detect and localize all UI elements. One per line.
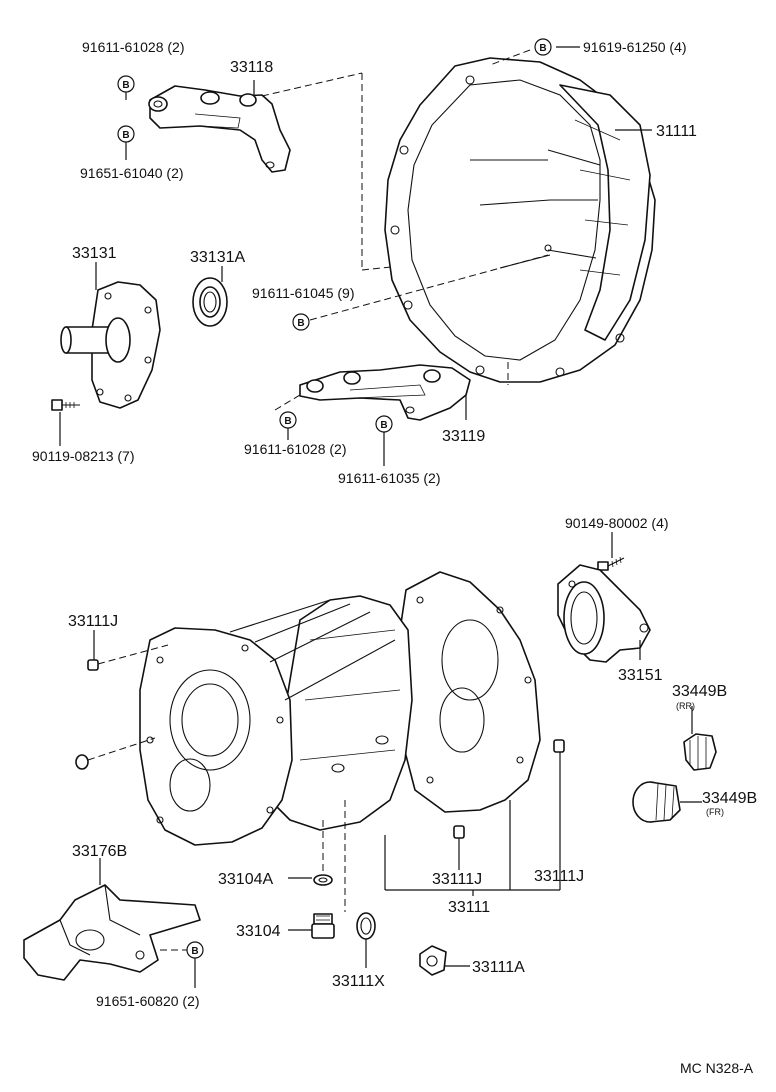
- part-label-91651-61040: 91651-61040 (2): [80, 165, 184, 181]
- part-label-91611-61035: 91611-61035 (2): [338, 470, 440, 486]
- circle-b-icon: B: [279, 411, 297, 429]
- svg-text:B: B: [380, 420, 387, 431]
- bolt-90149-icon: [597, 556, 625, 571]
- part-label-33176B: 33176B: [72, 843, 127, 860]
- drain-plug-33104-icon: [311, 913, 335, 939]
- part-label-91611-61028-mid: 91611-61028 (2): [244, 441, 346, 457]
- part-label-33449B-rr: 33449B: [672, 683, 727, 700]
- svg-text:B: B: [191, 946, 198, 957]
- part-label-90149-80002: 90149-80002 (4): [565, 515, 669, 531]
- part-label-33111A: 33111A: [472, 959, 525, 976]
- part-note-rr: (RR): [676, 701, 695, 711]
- gasket-33111X-icon: [356, 912, 376, 940]
- svg-text:B: B: [297, 318, 304, 329]
- bearing-retainer-33131-icon: [60, 281, 161, 409]
- circle-b-icon: B: [534, 38, 552, 56]
- dowel-pin-icon: [553, 739, 565, 753]
- gasket-33104A-icon: [313, 874, 333, 886]
- part-label-33111X: 33111X: [332, 973, 385, 990]
- part-label-33119: 33119: [442, 428, 485, 445]
- svg-text:B: B: [539, 43, 546, 54]
- breather-plug-33111A-icon: [419, 945, 447, 976]
- part-label-33104: 33104: [236, 923, 281, 940]
- part-label-91651-60820: 91651-60820 (2): [96, 993, 200, 1009]
- part-label-33449B-fr: 33449B: [702, 790, 757, 807]
- speedometer-gear-fr-icon: [632, 781, 681, 823]
- part-label-33151: 33151: [618, 667, 663, 684]
- extension-housing-icon: [557, 564, 651, 663]
- part-label-33104A: 33104A: [218, 871, 273, 888]
- speedometer-gear-rr-icon: [683, 733, 717, 771]
- diagram-code: MC N328-A: [680, 1060, 754, 1076]
- clutch-housing-icon: [384, 57, 656, 383]
- part-label-33111J-left: 33111J: [68, 613, 118, 630]
- part-label-31111: 31111: [656, 123, 697, 140]
- part-label-33111J-right: 33111J: [534, 868, 584, 885]
- part-label-91611-61028-top: 91611-61028 (2): [82, 39, 184, 55]
- bracket-33118-icon: [148, 85, 291, 173]
- part-note-fr: (FR): [706, 807, 724, 817]
- circle-b-icon: B: [117, 75, 135, 93]
- bracket-33119-icon: [299, 364, 471, 421]
- part-label-33118: 33118: [230, 59, 273, 76]
- part-label-91619-61250: 91619-61250 (4): [583, 39, 687, 55]
- circle-b-icon: B: [186, 941, 204, 959]
- part-label-33111: 33111: [448, 899, 490, 916]
- dowel-pin-icon: [453, 825, 465, 839]
- circle-b-icon: B: [117, 125, 135, 143]
- part-label-33131A: 33131A: [190, 249, 245, 266]
- dowel-pin-icon: [87, 659, 99, 671]
- part-label-33111J-mid: 33111J: [432, 871, 482, 888]
- svg-text:B: B: [284, 416, 291, 427]
- svg-text:B: B: [122, 130, 129, 141]
- transmission-case-icon: [139, 571, 541, 846]
- oil-seal-33131A-icon: [192, 277, 228, 327]
- dowel-pin-icon: [75, 754, 89, 770]
- svg-text:B: B: [122, 80, 129, 91]
- bolt-90119-icon: [51, 399, 80, 411]
- part-label-33131: 33131: [72, 245, 117, 262]
- lever-plate-33176B-icon: [23, 884, 201, 981]
- part-label-90119-08213: 90119-08213 (7): [32, 448, 134, 464]
- circle-b-icon: B: [292, 313, 310, 331]
- part-label-91611-61045: 91611-61045 (9): [252, 285, 354, 301]
- circle-b-icon: B: [375, 415, 393, 433]
